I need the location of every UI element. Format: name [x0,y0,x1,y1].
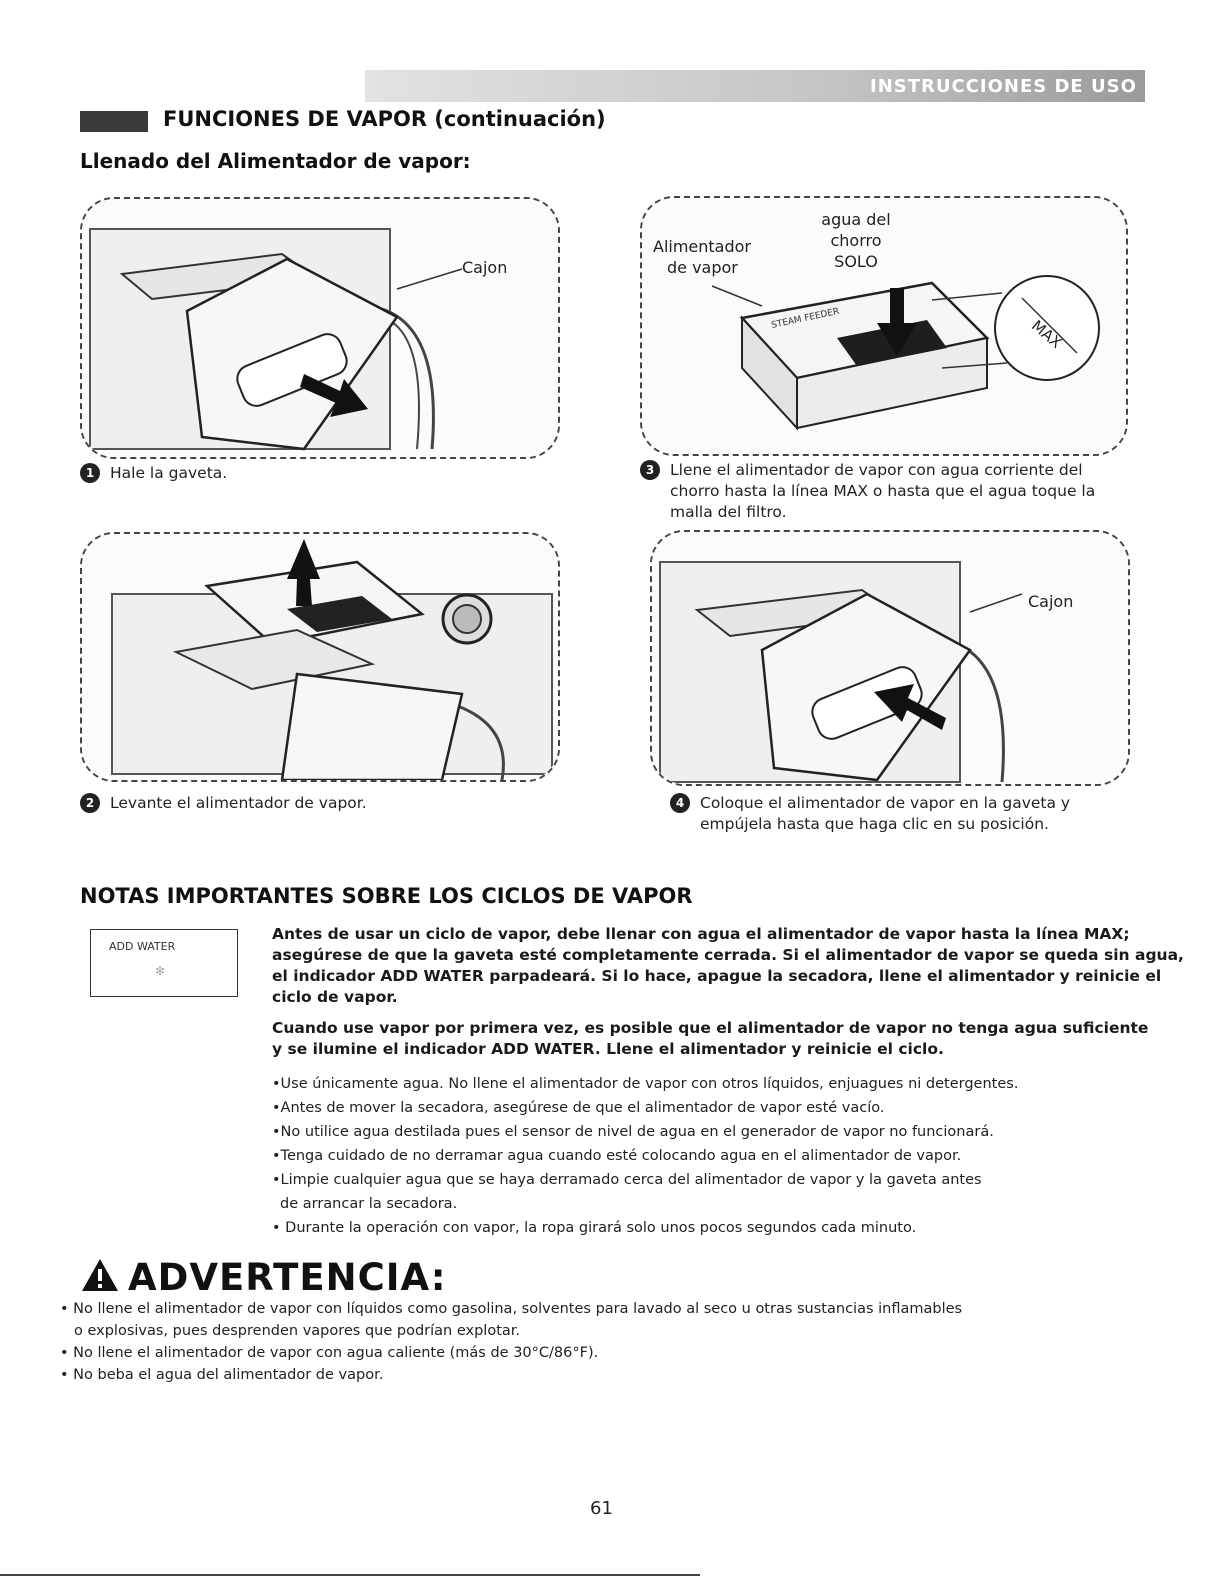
fig4-caption: 4 Coloque el alimentador de vapor en la g… [670,793,1070,835]
water-drop-icon: ✻ [155,964,166,978]
fig4-callout-cajon: Cajon [1028,592,1074,611]
fig3-callout-water-line1: agua del [821,210,891,229]
fig3-caption: 3 Llene el alimentador de vapor con agua … [640,460,1095,523]
page-subtitle: Llenado del Alimentador de vapor: [80,149,471,173]
fig4-caption-line1: Coloque el alimentador de vapor en la ga… [700,794,1071,812]
figure-fill-feeder: STEAM FEEDER MAX [640,196,1128,456]
notes-p1-line: asegúrese de que la gaveta esté completa… [272,946,1184,964]
warning-triangle-icon [82,1259,118,1291]
notes-p1-line: ciclo de vapor. [272,988,398,1006]
notes-p2-line: y se ilumine el indicador ADD WATER. Lle… [272,1040,944,1058]
notes-paragraph-1: Antes de usar un ciclo de vapor, debe ll… [272,924,1184,1008]
fig3-callout-feeder: Alimentador de vapor [653,236,751,278]
fig3-callout-water-line3: SOLO [834,252,878,271]
fig2-caption-text: Levante el alimentador de vapor. [110,794,367,812]
notes-bullet-list: •Use únicamente agua. No llene el alimen… [272,1072,1018,1240]
fig3-caption-line2: chorro hasta la línea MAX o hasta que el… [670,482,1096,500]
notes-bullet: de arrancar la secadora. [280,1196,458,1212]
notes-p1-line: el indicador ADD WATER parpadeará. Si lo… [272,967,1162,985]
warning-item: • No llene el alimentador de vapor con a… [60,1345,599,1361]
figure-pull-drawer [80,197,560,459]
warning-item: • No beba el agua del alimentador de vap… [60,1367,384,1383]
notes-p2-line: Cuando use vapor por primera vez, es pos… [272,1019,1149,1037]
fig3-caption-line3: malla del filtro. [670,503,787,521]
fig1-callout-cajon: Cajon [462,258,508,277]
warning-title: ADVERTENCIA: [80,1256,447,1299]
notes-paragraph-2: Cuando use vapor por primera vez, es pos… [272,1018,1148,1060]
notes-p1-line: Antes de usar un ciclo de vapor, debe ll… [272,925,1130,943]
fig3-callout-water-line2: chorro [830,231,882,250]
fig3-callout-feeder-line1: Alimentador [653,237,752,256]
section-marker [80,111,148,132]
warning-item: • No llene el alimentador de vapor con l… [60,1301,963,1317]
notes-bullet: •No utilice agua destilada pues el senso… [272,1124,994,1140]
notes-title: NOTAS IMPORTANTES SOBRE LOS CICLOS DE VA… [80,884,693,908]
notes-bullet: •Tenga cuidado de no derramar agua cuand… [272,1148,962,1164]
header-banner-text: INSTRUCCIONES DE USO [870,76,1137,97]
fig3-callout-water: agua del chorro SOLO [818,209,894,272]
step-2-icon: 2 [80,793,100,813]
fig3-caption-line1: Llene el alimentador de vapor con agua c… [670,461,1083,479]
fig4-caption-line2: empújela hasta que haga clic en su posic… [700,815,1049,833]
drawer-illustration [82,199,558,457]
header-banner [365,70,1145,102]
fig3-callout-feeder-line2: de vapor [667,258,738,277]
page-number: 61 [590,1498,613,1519]
step-1-icon: 1 [80,463,100,483]
warning-title-text: ADVERTENCIA: [128,1256,447,1299]
section-title: FUNCIONES DE VAPOR (continuación) [163,107,606,131]
notes-bullet: • Durante la operación con vapor, la rop… [272,1220,917,1236]
add-water-indicator: ADD WATER ✻ [90,929,238,997]
push-illustration [652,532,1128,784]
step-3-icon: 3 [640,460,660,480]
notes-bullet: •Antes de mover la secadora, asegúrese d… [272,1100,885,1116]
fig1-caption-text: Hale la gaveta. [110,464,228,482]
warning-list: • No llene el alimentador de vapor con l… [60,1298,962,1386]
warning-item: o explosivas, pues desprenden vapores qu… [74,1323,521,1339]
notes-bullet: •Limpie cualquier agua que se haya derra… [272,1172,982,1188]
bottom-rule [0,1574,700,1576]
lift-illustration [82,534,558,780]
fig2-caption: 2 Levante el alimentador de vapor. [80,793,367,814]
figure-push-drawer [650,530,1130,786]
fill-illustration: STEAM FEEDER MAX [642,198,1126,454]
notes-bullet: •Use únicamente agua. No llene el alimen… [272,1076,1019,1092]
fig1-caption: 1 Hale la gaveta. [80,463,227,484]
figure-lift-feeder [80,532,560,782]
add-water-indicator-label: ADD WATER [109,940,176,953]
step-4-icon: 4 [670,793,690,813]
